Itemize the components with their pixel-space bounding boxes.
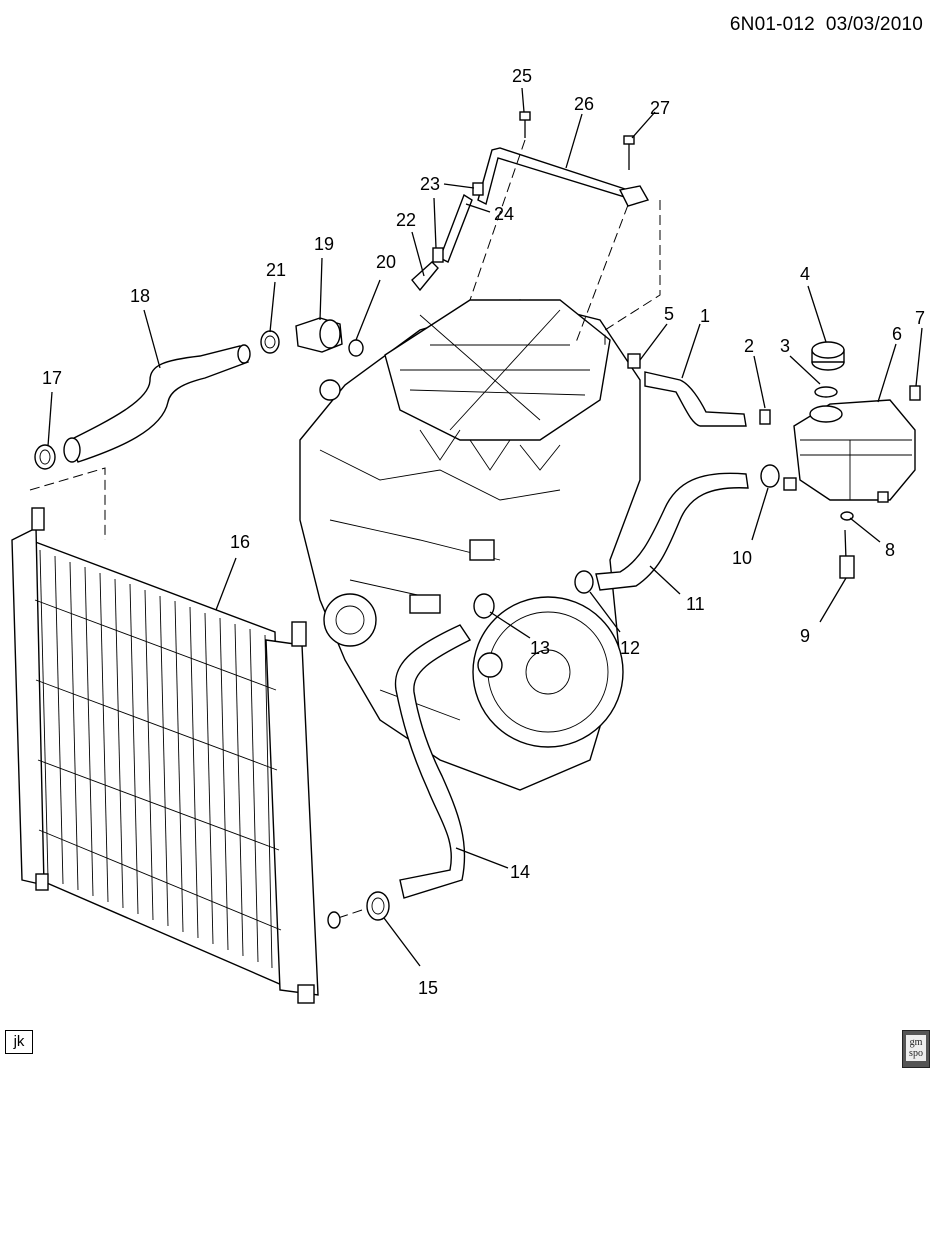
coolant-pipe	[477, 147, 629, 206]
clamp-15	[366, 891, 390, 921]
clamp-23	[472, 182, 484, 196]
alignment-line	[604, 200, 661, 348]
clamp-21	[260, 330, 280, 354]
callout-10: 10	[732, 548, 752, 568]
clip-7	[909, 385, 921, 401]
lower-radiator-hose	[394, 624, 472, 899]
alignment-line	[337, 909, 363, 919]
logo-line2: spo	[909, 1048, 923, 1059]
callout-2: 2	[744, 336, 754, 356]
thermostat-housing	[295, 317, 343, 353]
logo-line1: gm	[909, 1037, 923, 1048]
callout-4: 4	[800, 264, 810, 284]
radiator-fins	[34, 549, 282, 969]
radiator	[11, 507, 319, 1004]
callout-6: 6	[892, 324, 902, 344]
callout-1: 1	[700, 306, 710, 326]
gmspo-logo: gm spo	[902, 1030, 930, 1068]
level-sensor	[839, 529, 855, 579]
callout-12: 12	[620, 638, 640, 658]
bolt-27	[623, 135, 635, 170]
gasket	[348, 339, 364, 357]
callout-3: 3	[780, 336, 790, 356]
connector-22	[432, 247, 444, 263]
callout-9: 9	[800, 626, 810, 646]
callout-22: 22	[396, 210, 416, 230]
diagram-header: 6N01-012 03/03/2010	[730, 14, 923, 36]
callout-25: 25	[512, 66, 532, 86]
callout-8: 8	[885, 540, 895, 560]
callout-21: 21	[266, 260, 286, 280]
clamp-13	[473, 593, 495, 619]
callout-20: 20	[376, 252, 396, 272]
callout-19: 19	[314, 234, 334, 254]
callout-11: 11	[686, 594, 705, 614]
clamp-2	[759, 409, 771, 425]
callout-23: 23	[420, 174, 440, 194]
callout-24: 24	[494, 204, 514, 224]
diagram-date: 03/03/2010	[825, 14, 923, 35]
callout-5: 5	[664, 304, 674, 324]
alignment-line	[29, 467, 106, 540]
callout-14: 14	[510, 862, 530, 882]
alignment-line	[469, 139, 526, 301]
hose-24	[439, 193, 473, 263]
overflow-hose	[644, 371, 747, 427]
illustrator-tag: jk	[5, 1030, 33, 1054]
bolt-25	[519, 111, 531, 138]
callout-16: 16	[230, 532, 250, 552]
inlet-hose	[595, 472, 749, 591]
clamp-12	[574, 570, 594, 594]
callout-13: 13	[530, 638, 550, 658]
callout-27: 27	[650, 98, 670, 118]
engine-assembly	[299, 299, 641, 791]
clamp-5	[627, 353, 641, 369]
diagram-code: 6N01-012	[729, 14, 815, 35]
alignment-line	[574, 204, 629, 346]
callout-17: 17	[42, 368, 62, 388]
callout-26: 26	[574, 94, 594, 114]
callout-7: 7	[915, 308, 925, 328]
reservoir-cap	[811, 341, 845, 371]
clamp-10	[760, 464, 780, 488]
callout-18: 18	[130, 286, 150, 306]
leader-lines	[47, 87, 923, 967]
callout-15: 15	[418, 978, 438, 998]
clamp-17	[34, 444, 56, 470]
cap-seal	[814, 386, 838, 398]
coolant-reservoir	[783, 399, 916, 503]
